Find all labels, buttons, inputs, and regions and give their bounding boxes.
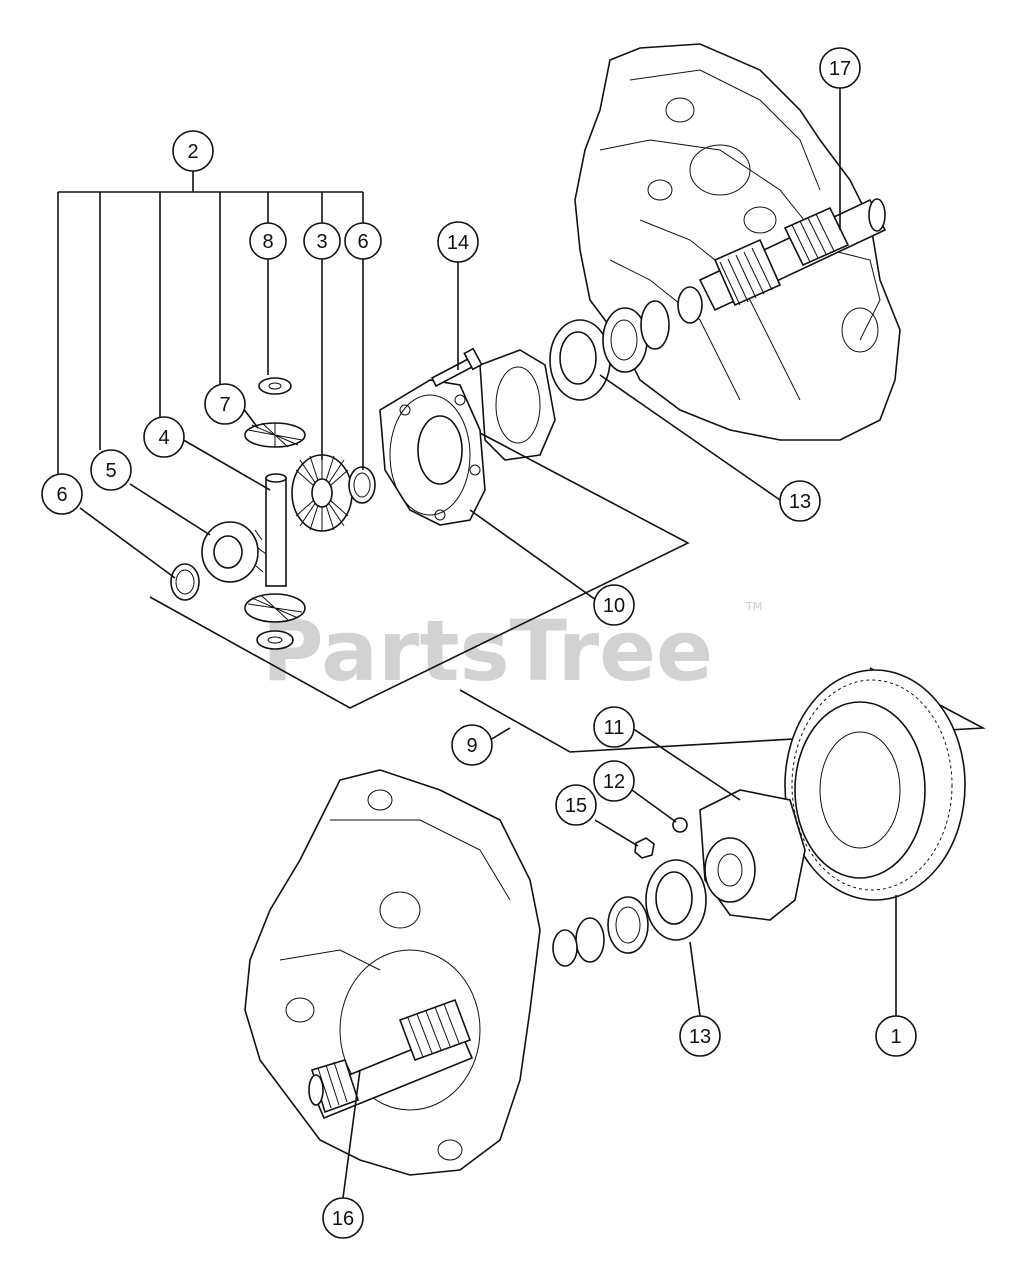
washer-8-top — [258, 377, 292, 395]
svg-text:6: 6 — [357, 231, 368, 253]
svg-text:6: 6 — [56, 484, 67, 506]
pinion-gear-7-top — [244, 422, 306, 448]
bearing-13-upper — [549, 319, 611, 401]
axle-shaft-16 — [308, 998, 474, 1120]
nut-15 — [634, 837, 655, 859]
callout-16: 16 — [322, 1197, 364, 1239]
callout-2: 2 — [172, 130, 214, 172]
lower-transmission-case — [244, 769, 541, 1176]
washer-6-left — [170, 563, 200, 601]
callout-5: 5 — [90, 449, 132, 491]
leader-lines — [79, 88, 897, 1199]
callout-10: 10 — [593, 584, 635, 626]
kit-box-10 — [149, 432, 690, 709]
washer-6-right — [348, 466, 376, 504]
bearing-13-lower — [645, 859, 707, 941]
differential-case-10 — [379, 379, 486, 526]
svg-text:11: 11 — [604, 717, 625, 739]
callout-7: 7 — [204, 383, 246, 425]
callout-13-lower: 13 — [679, 1015, 721, 1057]
callout-15: 15 — [555, 784, 597, 826]
svg-text:10: 10 — [603, 595, 625, 617]
pinion-shaft-4 — [265, 473, 287, 587]
seals-lower — [552, 896, 649, 967]
side-gear-5 — [201, 521, 267, 583]
washer-12 — [672, 817, 688, 833]
callout-14: 14 — [437, 221, 479, 263]
svg-text:2: 2 — [187, 141, 198, 163]
axle-shaft-17 — [698, 198, 887, 312]
callout-6-left: 6 — [41, 473, 83, 515]
pinion-gear-bottom — [244, 593, 306, 623]
svg-text:4: 4 — [158, 427, 169, 449]
svg-text:8: 8 — [262, 231, 273, 253]
bolt-14 — [430, 347, 483, 388]
callout-6-right: 6 — [344, 222, 382, 260]
diff-carrier-11 — [699, 789, 806, 921]
svg-text:3: 3 — [316, 231, 327, 253]
differential-hub — [479, 349, 556, 461]
watermark-trademark: TM — [745, 600, 762, 613]
svg-text:7: 7 — [219, 394, 230, 416]
callout-12: 12 — [593, 760, 635, 802]
svg-text:16: 16 — [332, 1208, 354, 1230]
callout-9: 9 — [451, 724, 493, 766]
callout-1: 1 — [875, 1015, 917, 1057]
svg-text:17: 17 — [829, 58, 851, 80]
callouts: 1 2 3 4 5 6 6 7 — [41, 47, 917, 1239]
callout-13-upper: 13 — [779, 480, 821, 522]
watermark-text: PartsTree — [262, 602, 713, 700]
svg-text:1: 1 — [890, 1026, 901, 1048]
svg-text:5: 5 — [105, 460, 116, 482]
callout-4: 4 — [143, 416, 185, 458]
bevel-gear-3 — [291, 454, 353, 532]
callout-8: 8 — [249, 222, 287, 260]
callout-17: 17 — [819, 47, 861, 89]
washer-8-bottom — [256, 630, 294, 650]
svg-text:9: 9 — [466, 735, 477, 757]
callout-2-bracket — [57, 170, 364, 480]
callout-3: 3 — [303, 222, 341, 260]
seal-upper — [602, 286, 703, 373]
svg-text:15: 15 — [565, 795, 587, 817]
svg-text:13: 13 — [689, 1026, 711, 1048]
svg-text:12: 12 — [603, 771, 625, 793]
ring-gear-1 — [784, 669, 966, 901]
callout-11: 11 — [593, 706, 635, 748]
svg-text:14: 14 — [447, 232, 469, 254]
svg-text:13: 13 — [789, 491, 811, 513]
